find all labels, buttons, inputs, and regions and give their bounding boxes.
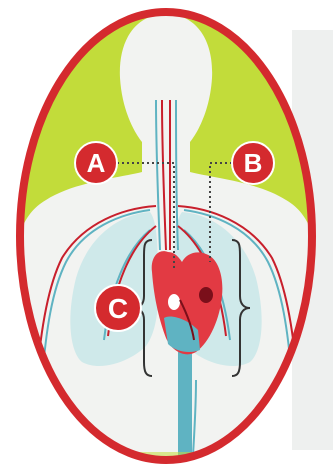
label-c-text: C	[108, 293, 128, 324]
label-a-text: A	[87, 148, 106, 178]
label-b-text: B	[244, 148, 263, 178]
label-c: C	[95, 285, 141, 331]
heart-chamber-light	[168, 294, 180, 310]
heart-chamber-dark	[199, 287, 213, 303]
label-b: B	[232, 142, 274, 184]
label-a: A	[75, 142, 117, 184]
